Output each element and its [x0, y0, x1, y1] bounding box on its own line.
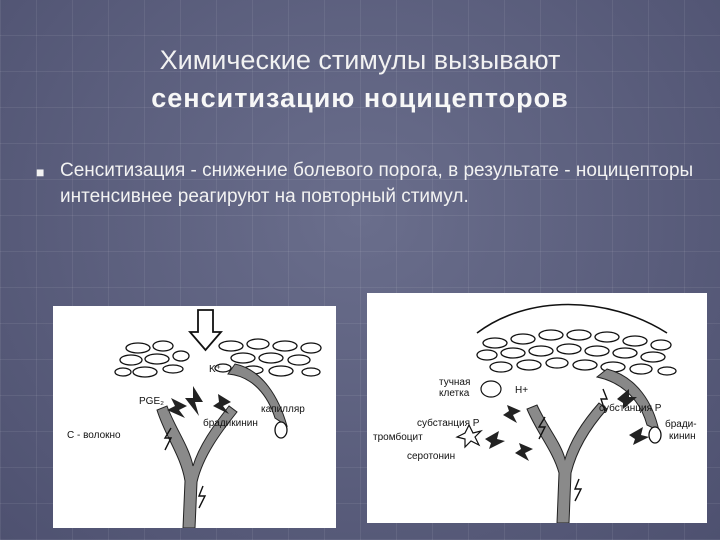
bullet-text: Сенситизация - снижение болевого порога,…: [60, 160, 694, 207]
mediator-arrow-icon: [629, 427, 649, 445]
label-substance-p-top: субстанция P: [599, 402, 662, 414]
label-serotonin: серотонин: [407, 451, 455, 462]
left-figure-drawing: K⁺ PGE₂ капилляр брадикинин С - волокно: [67, 309, 322, 528]
impulse-arrow-icon: [163, 427, 173, 451]
tissue-cells-right: [476, 329, 677, 376]
tissue-cells-left: [114, 338, 322, 378]
impulse-arrow-icon: [537, 416, 547, 440]
nerve-fiber: [156, 405, 238, 528]
label-substance-p-left: субстанция P: [417, 417, 480, 429]
capillary-vessel: [227, 363, 288, 428]
left-figure: K⁺ PGE₂ капилляр брадикинин С - волокно: [53, 306, 336, 528]
label-k: K⁺: [209, 364, 221, 375]
skin-surface: [476, 303, 668, 334]
label-bradykinin-1: бради-: [665, 418, 697, 430]
square-bullet-icon: ■: [36, 164, 45, 180]
impulse-arrow-icon: [600, 388, 609, 412]
right-figure: тучная клетка H+ субстанция P субстанция…: [367, 293, 707, 523]
label-mast-cell-2: клетка: [439, 388, 470, 399]
title-line-1: Химические стимулы вызывают: [159, 45, 561, 75]
impulse-arrow-icon: [573, 478, 583, 502]
label-thrombocyte: тромбоцит: [373, 431, 423, 443]
title-line-2: сенситизацию ноцицепторов: [151, 83, 569, 113]
mediator-arrow-icon: [485, 431, 505, 449]
mediator-arrow-icon: [185, 386, 203, 416]
mediator-arrow-icon: [167, 398, 187, 418]
label-c-fiber: С - волокно: [67, 430, 121, 441]
stimulus-arrow-icon: [188, 309, 223, 352]
capillary-opening: [648, 426, 662, 444]
mediator-arrow-icon: [515, 443, 533, 461]
nerve-fiber: [526, 402, 608, 523]
mediator-arrow-icon: [617, 389, 637, 409]
right-figure-drawing: тучная клетка H+ субстанция P субстанция…: [373, 303, 697, 523]
mediator-arrow-icon: [213, 394, 231, 414]
thrombocyte-icon: [455, 423, 483, 449]
label-mast-cell-1: тучная: [439, 377, 470, 388]
mast-cell: [480, 380, 502, 398]
bullet-item: ■ Сенситизация - снижение болевого порог…: [36, 158, 696, 210]
slide-title: Химические стимулы вызывают сенситизацию…: [60, 42, 660, 118]
label-bradykinin: брадикинин: [203, 417, 258, 429]
label-h: H+: [515, 385, 528, 396]
label-capillary: капилляр: [261, 404, 305, 415]
capillary-opening: [274, 421, 288, 439]
impulse-arrow-icon: [197, 485, 207, 509]
label-pge2: PGE₂: [139, 396, 164, 407]
label-bradykinin-2: кинин: [669, 431, 696, 442]
mediator-arrow-icon: [503, 405, 521, 423]
